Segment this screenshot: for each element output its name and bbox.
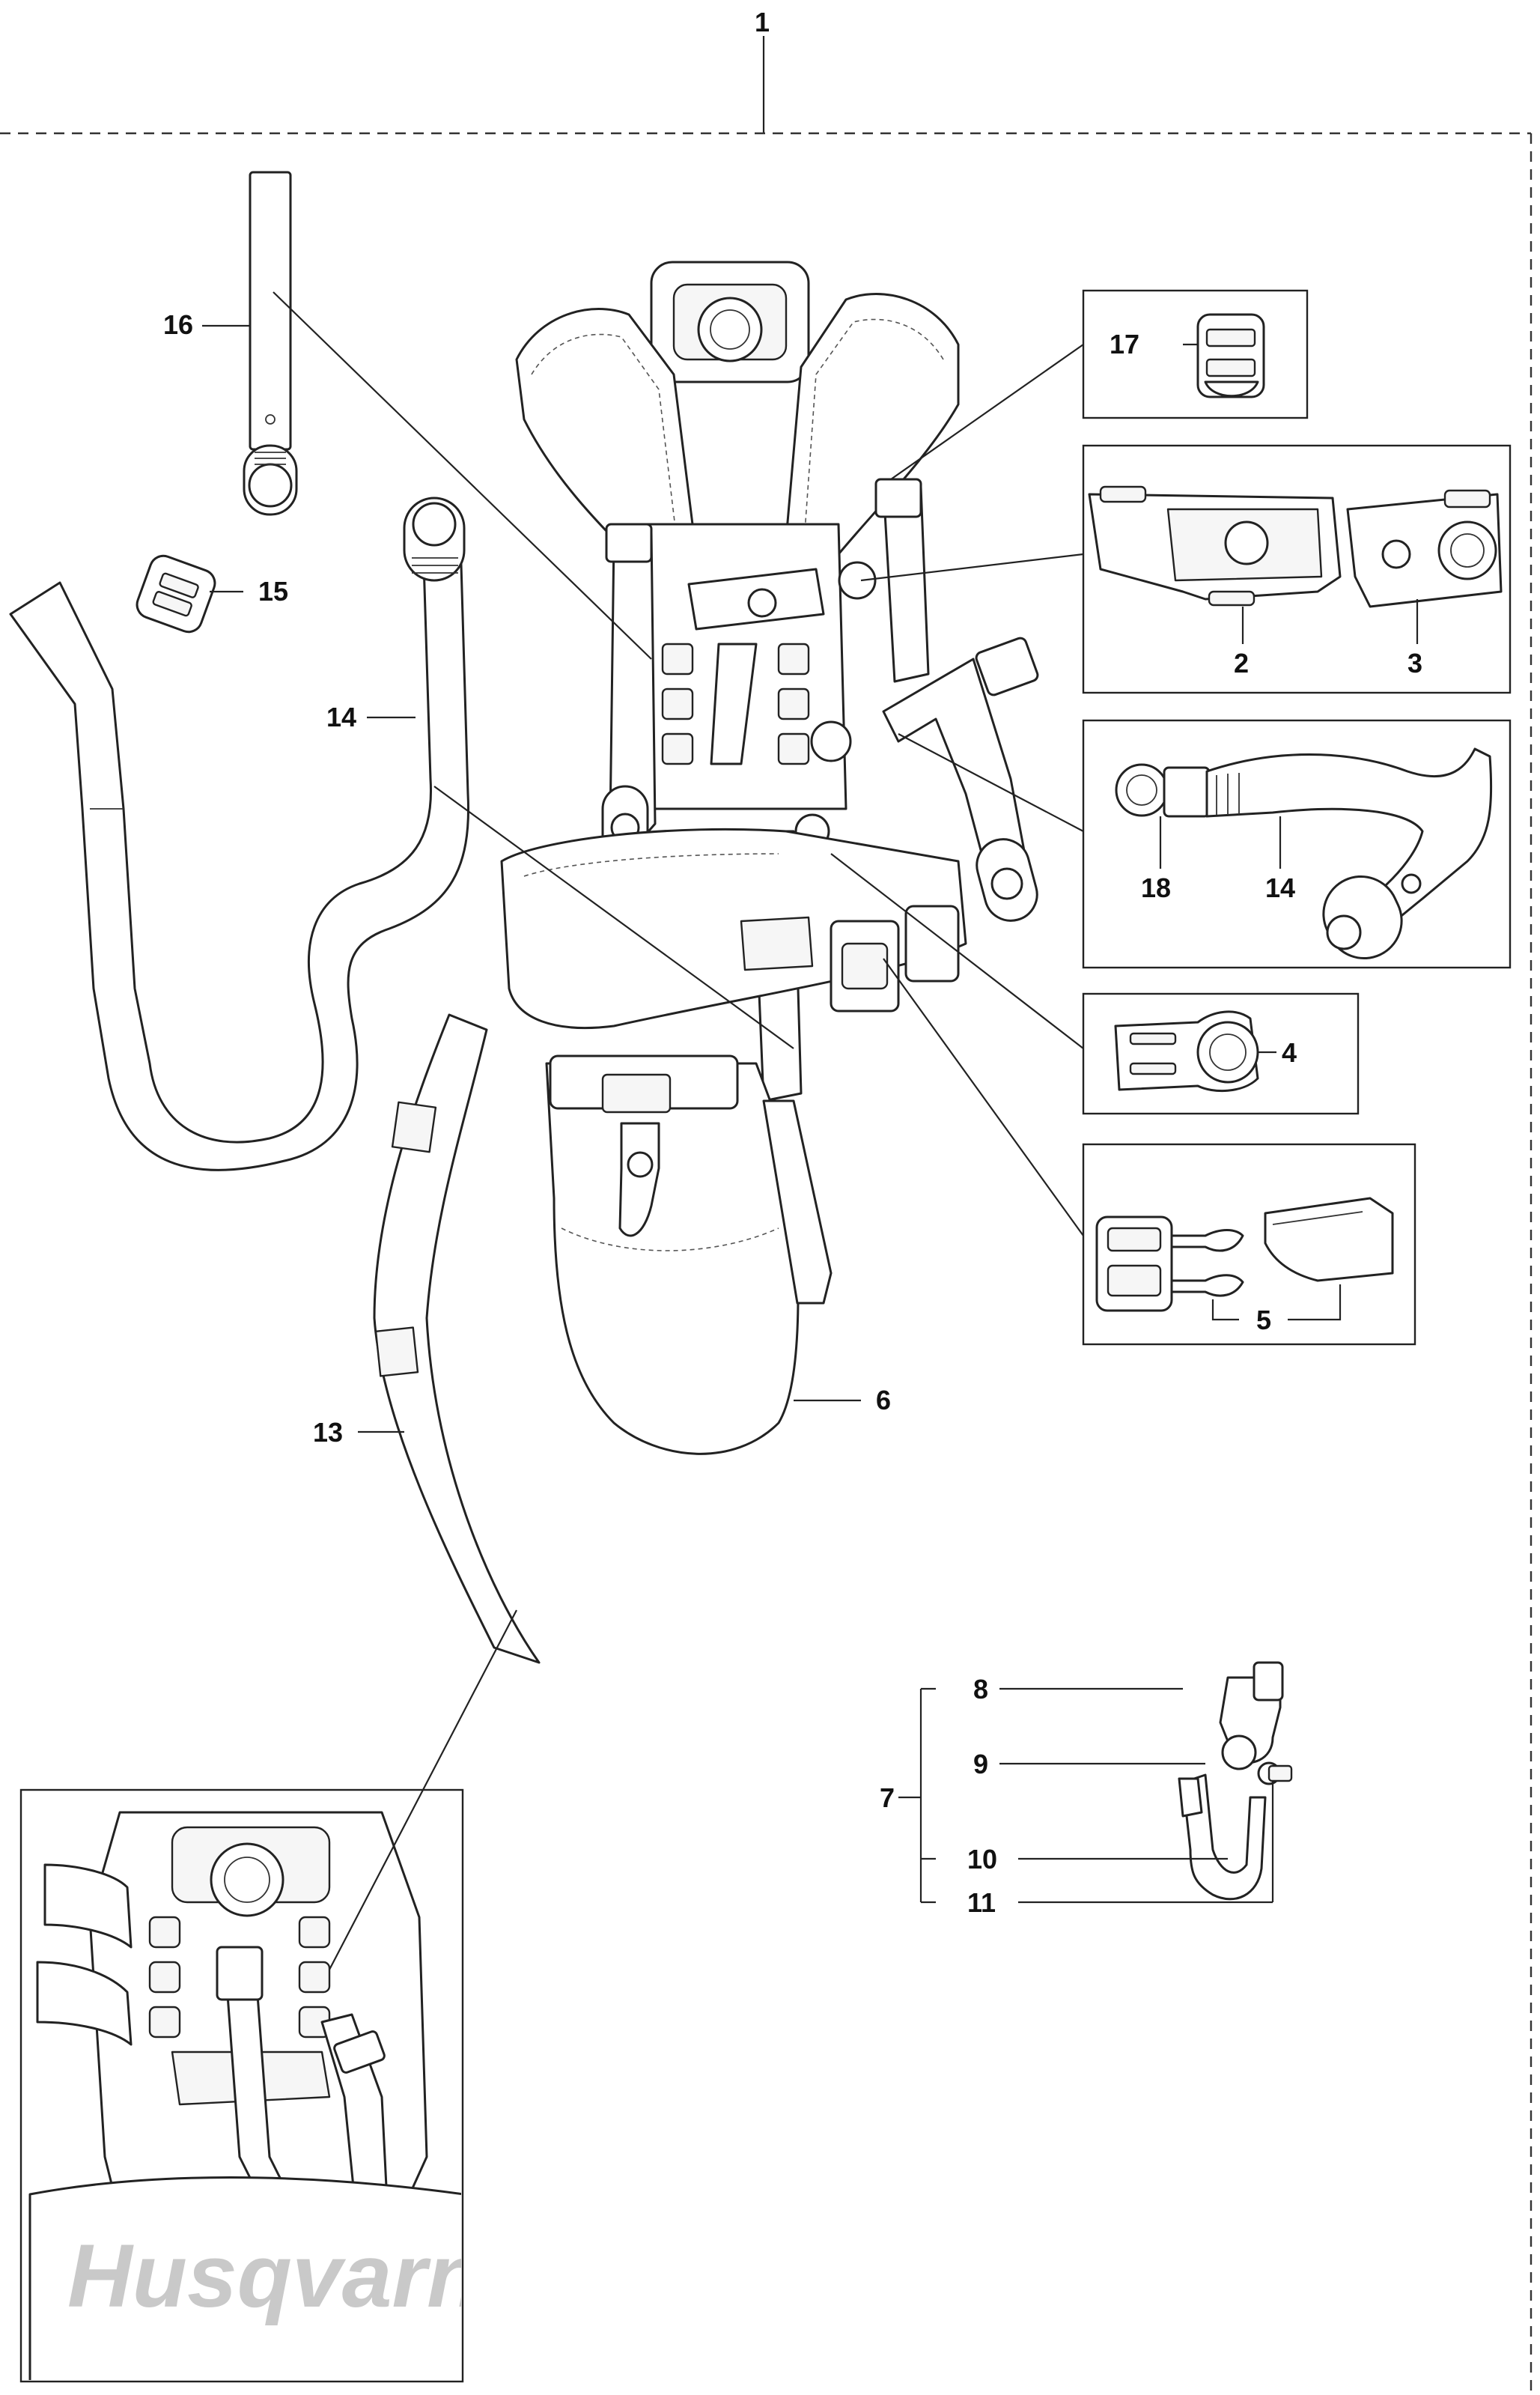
leader-lines	[202, 291, 1274, 1970]
part-16-strap	[243, 171, 298, 516]
detail-box-2-3	[1082, 444, 1512, 694]
assembly-boundary	[0, 36, 1533, 2393]
detail-box-5	[1082, 1143, 1416, 1346]
part-13-strap-pad	[373, 1013, 541, 1664]
label-1: 1	[755, 7, 770, 37]
label-9: 9	[973, 1749, 988, 1779]
detail-box-17	[1082, 289, 1309, 419]
label-11: 11	[967, 1887, 996, 1918]
label-17: 17	[1110, 329, 1139, 359]
label-14-box: 14	[1265, 872, 1295, 903]
label-3: 3	[1407, 648, 1422, 679]
label-7: 7	[880, 1782, 895, 1813]
part-14-strap-left	[9, 497, 470, 1171]
part-15-buckle	[136, 554, 216, 634]
label-15: 15	[258, 576, 288, 607]
part-7-hook-assembly	[1178, 1661, 1293, 1901]
label-13: 13	[313, 1417, 343, 1448]
label-16: 16	[163, 309, 193, 340]
part-6-harness	[500, 261, 1039, 1455]
inset-detail-view: Husqvarna	[19, 1788, 532, 2383]
brand-wordmark: Husqvarna	[67, 2226, 532, 2326]
label-4: 4	[1282, 1037, 1297, 1068]
callout-labels: 1 16 15 14 13 6 17 2 3 18 14 4 5 7 8 9 1…	[163, 7, 1422, 1918]
label-5: 5	[1256, 1305, 1271, 1335]
detail-box-18-14	[1082, 719, 1512, 969]
label-14-left: 14	[326, 702, 356, 732]
label-8: 8	[973, 1674, 988, 1705]
detail-box-4	[1082, 992, 1360, 1115]
label-2: 2	[1234, 648, 1249, 679]
label-6: 6	[876, 1385, 891, 1415]
label-18: 18	[1141, 872, 1171, 903]
label-10: 10	[967, 1844, 997, 1875]
